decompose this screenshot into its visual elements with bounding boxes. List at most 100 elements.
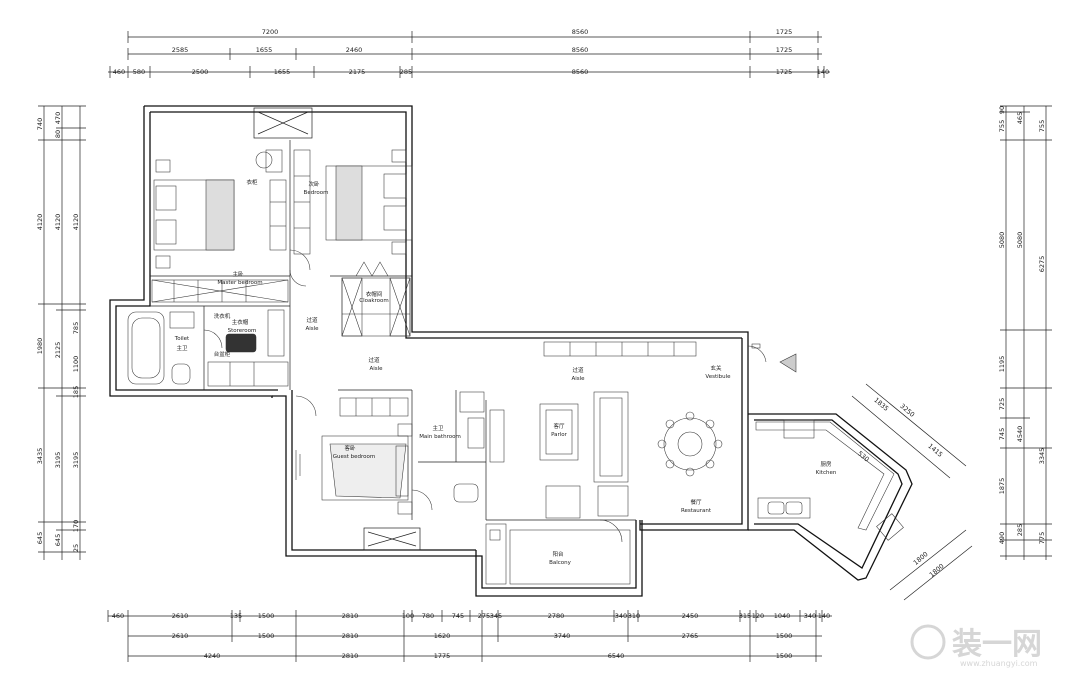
aisle-cabinets <box>543 341 697 357</box>
balcony-label-cn: 阳台 <box>552 550 564 558</box>
dim-label: 140 <box>817 68 829 76</box>
dim-label: 285 <box>400 68 412 76</box>
restaurant-label-en: Restaurant <box>681 508 712 514</box>
dim-label: 725 <box>998 398 1006 410</box>
basin-note: 台盆柜 <box>214 350 231 358</box>
balcony-label-en: Balcony <box>549 560 572 566</box>
parlor-label-en: Parlor <box>551 432 568 438</box>
wardrobe-note: 衣柜 <box>246 178 258 186</box>
dim-label: 8560 <box>572 28 589 36</box>
dim-label: 120 <box>752 612 764 620</box>
dim-label: 3195 <box>54 452 62 469</box>
vestibule-label-en: Vestibule <box>705 374 731 380</box>
right-dimension-chains <box>1000 105 1052 560</box>
dim-label: 4240 <box>204 652 221 660</box>
dim-label: 8560 <box>572 68 589 76</box>
door-swings <box>203 249 623 543</box>
dim-label: 580 <box>133 68 145 76</box>
window-bottom-guest <box>363 527 421 551</box>
right-dimension-labels: 90 755 5080 1195 725 745 1875 490 465 50… <box>998 106 1046 544</box>
main-bathroom-label-en: Main bathroom <box>419 434 461 440</box>
second-bed <box>325 149 413 255</box>
dim-label: 80 <box>54 130 62 138</box>
top-dimension-chains <box>108 31 830 78</box>
dim-label: 755 <box>1038 120 1046 132</box>
master-bedroom-label-cn: 主卧 <box>232 270 244 278</box>
aisle-middle-label-en: Aisle <box>369 366 383 372</box>
dim-label: 2610 <box>172 612 189 620</box>
dim-label: 465 <box>1016 112 1024 124</box>
dim-label: 460 <box>113 68 125 76</box>
second-wardrobe <box>293 149 311 255</box>
left-dimension-chains <box>38 105 86 560</box>
dim-label: 2810 <box>342 612 359 620</box>
dim-label: 310 <box>628 612 640 620</box>
dim-label: 285 <box>1016 524 1024 536</box>
bedroom-label-cn: 次卧 <box>308 180 320 188</box>
dim-label: 1980 <box>36 338 44 355</box>
dim-label: 6540 <box>608 652 625 660</box>
cloakroom-label-cn: 衣帽间 <box>366 290 383 298</box>
dim-label: 3250 <box>898 402 916 419</box>
dim-label: 185 <box>72 386 80 398</box>
dim-label: 2450 <box>682 612 699 620</box>
dim-label: 135 <box>230 612 242 620</box>
dim-label: 1415 <box>926 442 944 459</box>
dim-label: 340 <box>615 612 627 620</box>
main-bathroom-fixtures <box>453 391 505 503</box>
dim-label: 3345 <box>1038 448 1046 465</box>
interior-walls <box>150 140 636 521</box>
toilet-label-cn: 主卫 <box>176 344 188 352</box>
aisle-living-label-en: Aisle <box>571 376 585 382</box>
dim-label: 1725 <box>776 46 793 54</box>
master-bedroom-label-en: Master bedroom <box>217 280 262 286</box>
dim-label: 6275 <box>1038 256 1046 273</box>
dim-label: 2175 <box>349 68 366 76</box>
dim-label: 2610 <box>172 632 189 640</box>
storeroom-label-en: Storeroom <box>228 328 257 334</box>
dim-label: 90 <box>998 106 1006 114</box>
dim-label: 740 <box>36 118 44 130</box>
guest-wardrobe <box>339 397 409 417</box>
wash-note: 洗衣机 <box>214 312 231 320</box>
bedroom-label-en: Bedroom <box>304 190 329 196</box>
dim-label: 8560 <box>572 46 589 54</box>
dim-label: 1835 <box>872 396 890 413</box>
dim-label: 2500 <box>192 68 209 76</box>
kitchen-diagonal-dimensions <box>851 383 973 601</box>
watermark-url: www.zhuangyi.com <box>960 659 1038 668</box>
master-side-cabinet <box>255 149 287 251</box>
dim-label: 470 <box>54 112 62 124</box>
dim-label: 275 <box>478 612 490 620</box>
dim-label: 2585 <box>172 46 189 54</box>
left-dimension-labels: 740 4120 1980 3435 645 470 80 4120 785 2… <box>36 112 80 552</box>
top-dimension-labels: 7200 8560 1725 2585 1655 2460 8560 1725 … <box>113 28 829 76</box>
bottom-dimension-labels: 460 2610 135 1500 2810 100 780 745 275 3… <box>112 612 830 660</box>
dim-label: 780 <box>422 612 434 620</box>
kitchen-label-en: Kitchen <box>816 470 837 476</box>
dim-label: 1725 <box>776 68 793 76</box>
restaurant-label-cn: 餐厅 <box>690 498 702 506</box>
dim-label: 460 <box>112 612 124 620</box>
dim-label: 645 <box>36 532 44 544</box>
toilet-fixtures <box>127 311 195 385</box>
dim-label: 2810 <box>342 652 359 660</box>
dim-label: 1655 <box>274 68 291 76</box>
dim-label: 140 <box>818 612 830 620</box>
kitchen-counters <box>755 419 904 541</box>
dim-label: 3435 <box>36 448 44 465</box>
toilet-label-en: Toilet <box>174 336 190 342</box>
dim-label: 5080 <box>998 232 1006 249</box>
dim-label: 5080 <box>1016 232 1024 249</box>
master-wardrobe <box>151 279 289 303</box>
dim-label: 7200 <box>262 28 279 36</box>
watermark: 装一网 www.zhuangyi.com <box>910 624 1042 668</box>
dim-label: 3740 <box>554 632 571 640</box>
dim-label: 1195 <box>998 356 1006 373</box>
dim-label: 1620 <box>434 632 451 640</box>
dim-label: 1875 <box>998 478 1006 495</box>
dim-label: 1040 <box>774 612 791 620</box>
watermark-logo-icon <box>910 624 946 660</box>
dim-label: 1775 <box>434 652 451 660</box>
